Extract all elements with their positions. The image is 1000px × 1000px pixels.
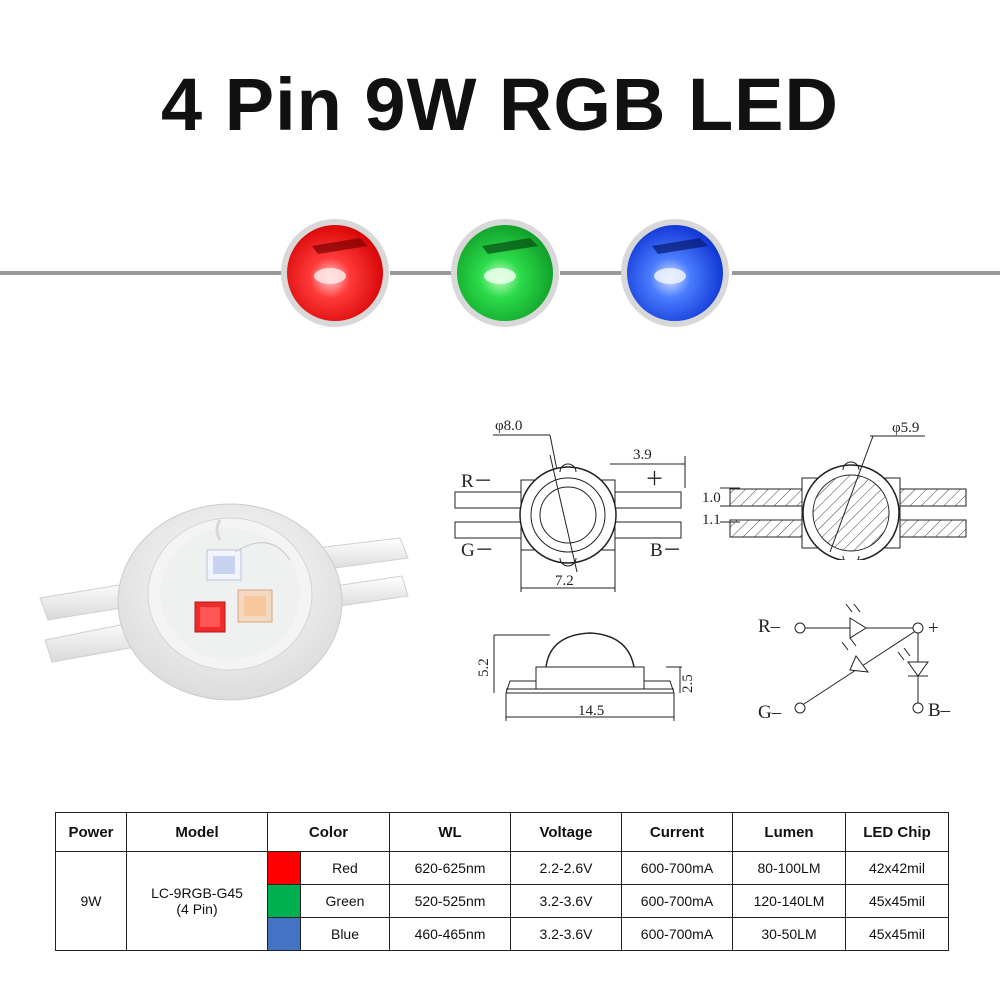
header-voltage: Voltage — [510, 812, 622, 852]
wl-cell: 520-525nm — [389, 884, 511, 918]
chip-cell: 45x45mil — [845, 884, 949, 918]
pin-b-label: B－ — [650, 540, 682, 561]
header-current: Current — [621, 812, 733, 852]
table-row: Green 520-525nm 3.2-3.6V 600-700mA 120-1… — [56, 884, 949, 918]
lens-diameter-top-label: φ8.0 — [495, 418, 522, 434]
page-title: 4 Pin 9W RGB LED — [161, 63, 839, 146]
voltage-cell: 3.2-3.6V — [510, 884, 622, 918]
blue-led-glow-icon — [621, 219, 729, 327]
side-profile-drawing: 5.2 2.5 14.5 — [476, 632, 696, 721]
current-cell: 600-700mA — [621, 851, 733, 885]
blue-swatch — [267, 917, 301, 951]
color-cell: Blue — [300, 917, 390, 951]
red-led-glow-icon — [281, 219, 389, 327]
circuit-schematic: R– + G– B– — [758, 603, 951, 723]
model-name: LC-9RGB-G45 — [151, 885, 243, 901]
thickness-bottom-label: 1.1 — [702, 512, 721, 528]
header-wl: WL — [389, 812, 511, 852]
chip-cell: 42x42mil — [845, 851, 949, 885]
spec-table: Power Model Color WL Voltage Current Lum… — [55, 812, 949, 951]
green-diode-icon — [841, 637, 870, 673]
schematic-plus-label: + — [928, 618, 939, 639]
table-row: Blue 460-465nm 3.2-3.6V 600-700mA 30-50L… — [56, 917, 949, 951]
header-led-chip: LED Chip — [845, 812, 949, 852]
led-product-photo — [39, 503, 409, 701]
green-led-glow-icon — [451, 219, 559, 327]
wl-cell: 620-625nm — [389, 851, 511, 885]
header-lumen: Lumen — [732, 812, 846, 852]
chip-cell: 45x45mil — [845, 917, 949, 951]
top-view-drawing: φ8.0 3.9 R－ ＋ G－ B－ 7.2 — [454, 418, 686, 592]
pin-offset-label: 3.9 — [633, 447, 652, 463]
color-cell: Red — [300, 851, 390, 885]
pin-g-label: G－ — [461, 540, 494, 561]
height-base-label: 2.5 — [680, 674, 696, 693]
color-cell: Green — [300, 884, 390, 918]
model-cell: LC-9RGB-G45(4 Pin) — [126, 851, 268, 951]
length-total-label: 14.5 — [578, 703, 604, 719]
green-swatch — [267, 884, 301, 918]
body-width-label: 7.2 — [555, 573, 574, 589]
model-pins: (4 Pin) — [176, 901, 218, 917]
power-cell: 9W — [55, 851, 127, 951]
height-total-label: 5.2 — [476, 658, 492, 677]
current-cell: 600-700mA — [621, 884, 733, 918]
lumen-cell: 120-140LM — [732, 884, 846, 918]
current-cell: 600-700mA — [621, 917, 733, 951]
lumen-cell: 30-50LM — [732, 917, 846, 951]
table-row: 9W LC-9RGB-G45(4 Pin) Red 620-625nm 2.2-… — [55, 851, 949, 951]
thickness-top-label: 1.0 — [702, 490, 721, 506]
voltage-cell: 2.2-2.6V — [510, 851, 622, 885]
pin-plus-label: ＋ — [645, 469, 664, 490]
red-diode-icon — [845, 603, 867, 639]
header-model: Model — [126, 812, 268, 852]
header-color: Color — [267, 812, 390, 852]
header-power: Power — [55, 812, 127, 852]
lumen-cell: 80-100LM — [732, 851, 846, 885]
schematic-b-label: B– — [928, 700, 951, 721]
lens-diameter-side-label: φ5.9 — [892, 420, 919, 436]
schematic-g-label: G– — [758, 702, 782, 723]
blue-diode-icon — [897, 647, 929, 677]
table-header-row: Power Model Color WL Voltage Current Lum… — [55, 812, 949, 852]
voltage-cell: 3.2-3.6V — [510, 917, 622, 951]
color-indicator-row — [0, 219, 1000, 327]
pin-r-label: R－ — [461, 471, 493, 492]
schematic-r-label: R– — [758, 616, 781, 637]
red-swatch — [267, 851, 301, 885]
section-view-drawing: φ5.9 1.0 1.1 — [702, 420, 967, 560]
wl-cell: 460-465nm — [389, 917, 511, 951]
